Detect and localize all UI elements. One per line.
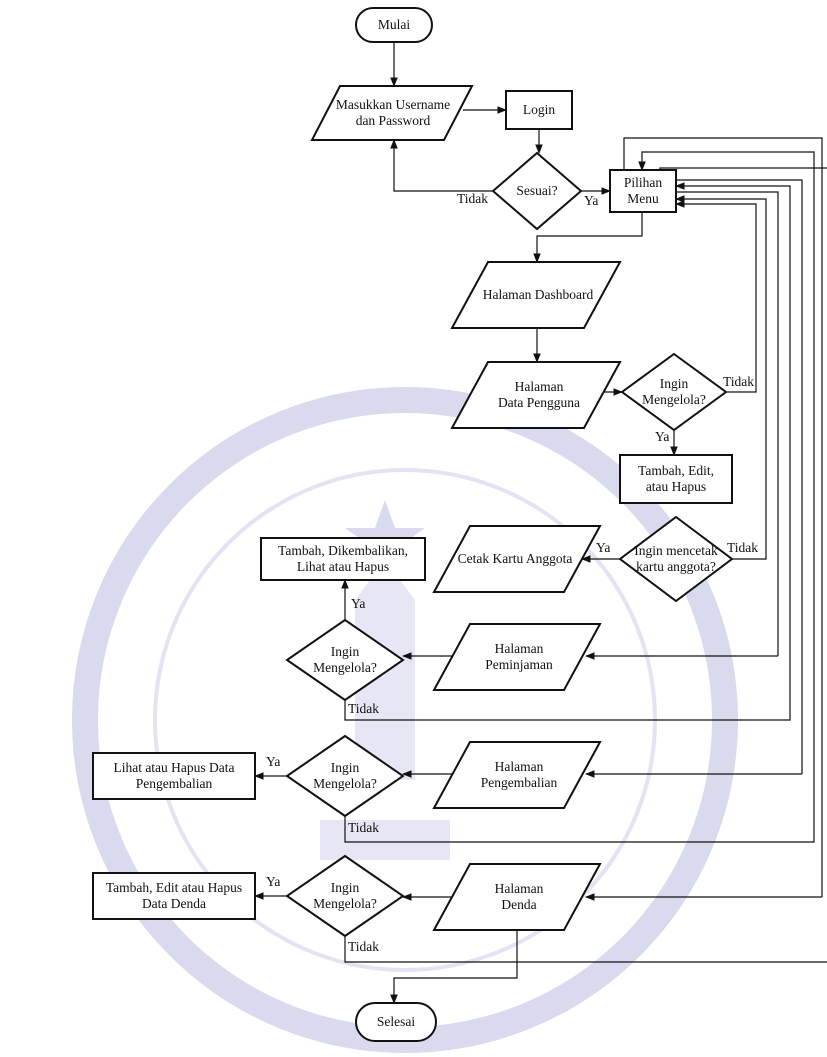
decision-pengguna: Ingin Mengelola? xyxy=(642,376,706,407)
edge-peminjaman-tidak xyxy=(344,182,791,721)
end-terminal: Selesai xyxy=(376,1014,416,1029)
decision-pengembalian: Ingin Mengelola? xyxy=(313,760,377,791)
edge-pengembalian-tidak xyxy=(344,151,815,843)
action-pengembalian: Lihat atau Hapus Data Pengembalian xyxy=(113,760,235,791)
edge-menu-dashboard xyxy=(533,212,643,263)
label-tidak-pengembalian: Tidak xyxy=(348,820,380,835)
edge-sesuai-tidak xyxy=(390,139,493,192)
label-ya-denda: Ya xyxy=(266,874,281,889)
label-tidak-cetak: Tidak xyxy=(727,540,759,555)
pengembalian-shape xyxy=(432,741,602,809)
start-terminal: Mulai xyxy=(377,17,411,32)
edge-top-return xyxy=(659,167,827,170)
edge-pengguna-tidak xyxy=(675,200,757,393)
halaman-data-pengguna-io: Halaman Data Pengguna xyxy=(497,379,581,410)
input-username-password: Masukkan Username dan Password xyxy=(335,97,451,128)
action-denda: Tambah, Edit atau Hapus Data Denda xyxy=(105,880,243,911)
halaman-peminjaman-io: Halaman Peminjaman xyxy=(485,641,553,672)
data-pengguna-shape xyxy=(450,361,622,429)
cetak-kartu-anggota-io: Cetak Kartu Anggota xyxy=(457,551,573,566)
halaman-dashboard-io: Halaman Dashboard xyxy=(482,287,594,302)
denda-action-shape xyxy=(92,872,256,920)
pengembalian-action-shape xyxy=(92,752,256,800)
cetak-diamond xyxy=(618,515,734,603)
halaman-pengembalian-io: Halaman Pengembalian xyxy=(480,759,558,790)
edge-denda-selesai xyxy=(390,930,518,1004)
input-login-shape xyxy=(310,85,474,141)
label-tidak-pengguna: Tidak xyxy=(723,374,755,389)
cetak-kartu-shape xyxy=(432,525,602,593)
edge-denda-tidak xyxy=(344,936,827,963)
denda-shape xyxy=(432,863,602,931)
label-tidak-peminjaman: Tidak xyxy=(348,701,380,716)
dashboard-shape xyxy=(450,261,622,329)
sesuai-decision: Sesuai? xyxy=(516,183,558,198)
sesuai-diamond xyxy=(491,151,583,231)
action-peminjaman: Tambah, Dikembalikan, Lihat atau Hapus xyxy=(278,543,408,574)
decision-denda: Ingin Mengelola? xyxy=(313,880,377,911)
label-tidak-sesuai: Tidak xyxy=(457,191,489,206)
edge-cetak-tidak xyxy=(675,195,767,560)
pilihan-menu-process: Pilihan Menu xyxy=(623,175,663,206)
edge-pengembalian-loop xyxy=(676,179,803,774)
login-process: Login xyxy=(522,102,556,117)
edge-denda-loop xyxy=(623,137,823,897)
peminjaman-shape xyxy=(432,623,602,691)
edge-peminjaman-loop xyxy=(676,191,779,656)
label-ya-cetak: Ya xyxy=(596,540,611,555)
decision-peminjaman: Ingin Mengelola? xyxy=(313,644,377,675)
label-ya-sesuai: Ya xyxy=(584,193,599,208)
halaman-denda-io: Halaman Denda xyxy=(494,881,544,912)
label-ya-pengguna: Ya xyxy=(655,429,670,444)
decision-cetak-kartu: Ingin mencetak kartu anggota? xyxy=(634,543,718,574)
tambah-edit-hapus-pengguna: Tambah, Edit, atau Hapus xyxy=(638,463,714,494)
label-tidak-denda: Tidak xyxy=(348,939,380,954)
label-ya-pengembalian: Ya xyxy=(266,754,281,769)
label-ya-peminjaman: Ya xyxy=(351,596,366,611)
